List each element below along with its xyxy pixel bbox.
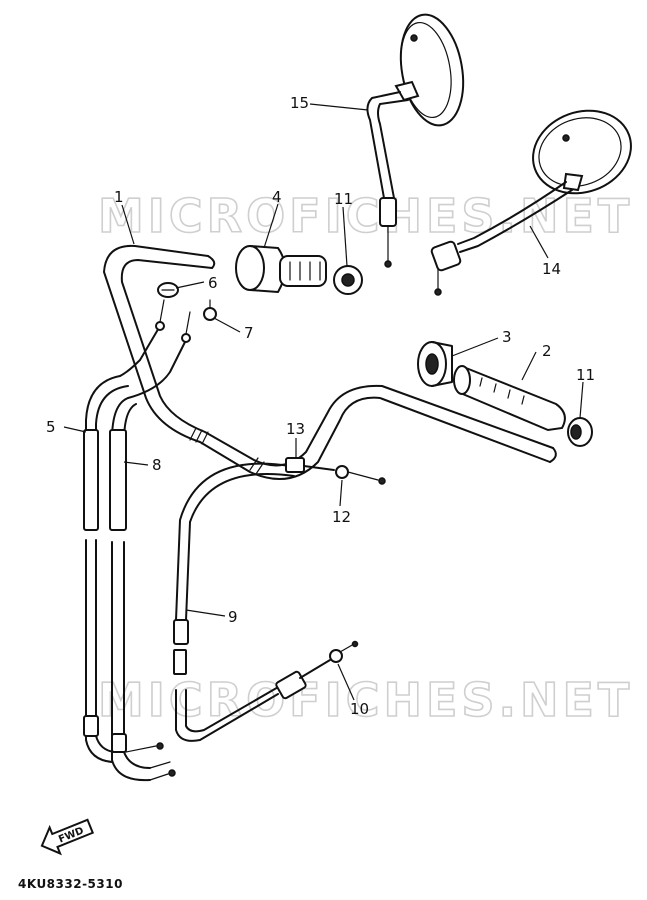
- throttle-cable-9: [173, 462, 295, 742]
- callout-4: 4: [272, 188, 282, 206]
- callout-6: 6: [208, 274, 218, 292]
- cable-adjuster-12-13: [285, 457, 386, 485]
- callout-2: 2: [542, 342, 552, 360]
- grip-end-11-left: [333, 265, 363, 295]
- callout-1: 1: [114, 188, 124, 206]
- callout-12: 12: [332, 508, 351, 526]
- cable-5: [83, 375, 129, 763]
- callout-11-right: 11: [576, 366, 595, 384]
- callout-3: 3: [502, 328, 512, 346]
- fwd-arrow: FWD: [40, 818, 95, 856]
- screw-6: [157, 282, 179, 298]
- grip-holder-3: [417, 341, 453, 387]
- mirror-15: [366, 13, 465, 268]
- callout-14: 14: [542, 260, 561, 278]
- callout-8: 8: [152, 456, 162, 474]
- cable-8: [109, 397, 176, 782]
- leader-lines: [63, 103, 584, 701]
- grip-end-11-right: [567, 417, 593, 447]
- cable-10-adjuster: [275, 640, 359, 700]
- mirror-14: [430, 109, 632, 296]
- callout-10: 10: [350, 700, 369, 718]
- handlebar: [103, 244, 557, 480]
- watermark-top: MICROFICHES.NET: [98, 189, 633, 243]
- callout-7: 7: [244, 324, 254, 342]
- callout-15: 15: [290, 94, 309, 112]
- left-switch-cables: [119, 299, 191, 399]
- right-grip-2: [453, 365, 566, 432]
- screw-7: [203, 299, 217, 321]
- throttle-grip-4: [235, 245, 327, 293]
- callout-13: 13: [286, 420, 305, 438]
- callout-9: 9: [228, 608, 238, 626]
- callout-5: 5: [46, 418, 56, 436]
- diagram-code: 4KU8332-5310: [18, 877, 123, 891]
- callouts: 1 2 3 4 5 6 7 8 9 10 11 11 12 13 14 15: [46, 94, 595, 718]
- callout-11-left: 11: [334, 190, 353, 208]
